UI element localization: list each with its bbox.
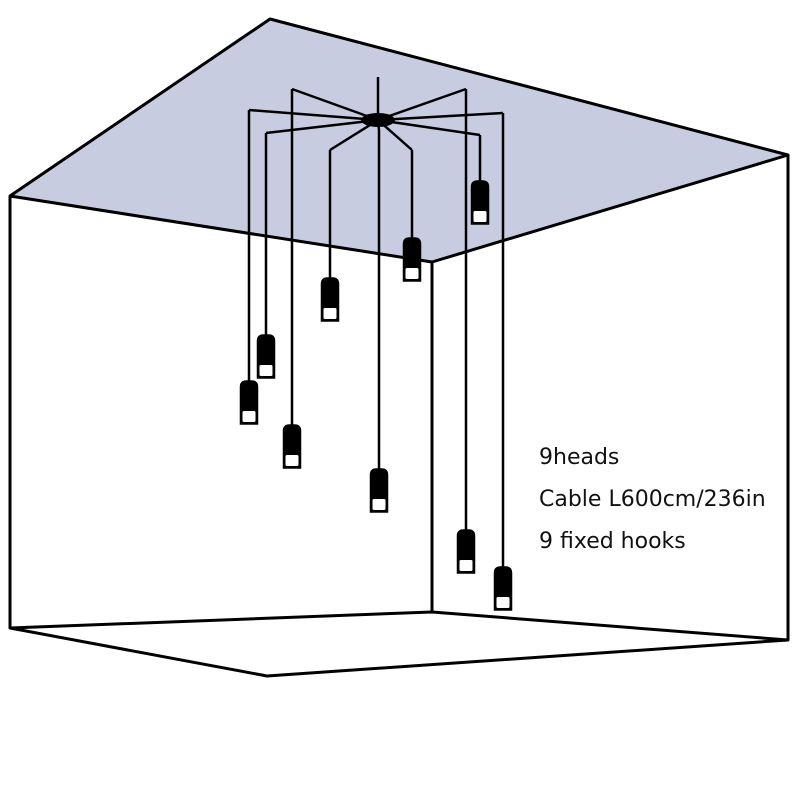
pendant-5: [369, 119, 389, 513]
lamp-lens: [459, 560, 473, 571]
lamp-lens: [285, 455, 299, 466]
pendant-3: [282, 87, 379, 469]
spec-heads: 9heads: [539, 445, 620, 470]
spider-arm: [291, 87, 379, 122]
lamp-lens: [242, 411, 256, 422]
pendant-2: [256, 118, 379, 379]
spec-hooks: 9 fixed hooks: [539, 529, 686, 554]
pendant-6: [377, 119, 422, 282]
pendant-9: [377, 111, 513, 611]
lamp-lens: [405, 268, 419, 279]
ceiling-plane: [8, 17, 790, 264]
spider-pendant-fixture: [239, 77, 513, 611]
lamp-lens: [496, 597, 510, 608]
pendant-7: [377, 87, 476, 574]
floor-plane: [8, 610, 790, 678]
lamp-lens: [372, 499, 386, 510]
pendant-1: [239, 108, 379, 425]
lamp-lens: [323, 308, 337, 319]
pendant-8: [377, 118, 490, 225]
spider-arm: [377, 87, 467, 122]
spec-cable-length: Cable L600cm/236in: [539, 487, 766, 512]
wall-edges: [8, 155, 790, 640]
spec-text-block: 9heads Cable L600cm/236in 9 fixed hooks: [539, 437, 766, 563]
spider-arm: [377, 111, 504, 122]
spider-arm: [248, 108, 379, 122]
lamp-lens: [259, 365, 273, 376]
canopy: [361, 113, 395, 127]
spider-arm: [377, 118, 481, 137]
lamp-lens: [473, 211, 487, 222]
spider-arm: [265, 118, 379, 135]
